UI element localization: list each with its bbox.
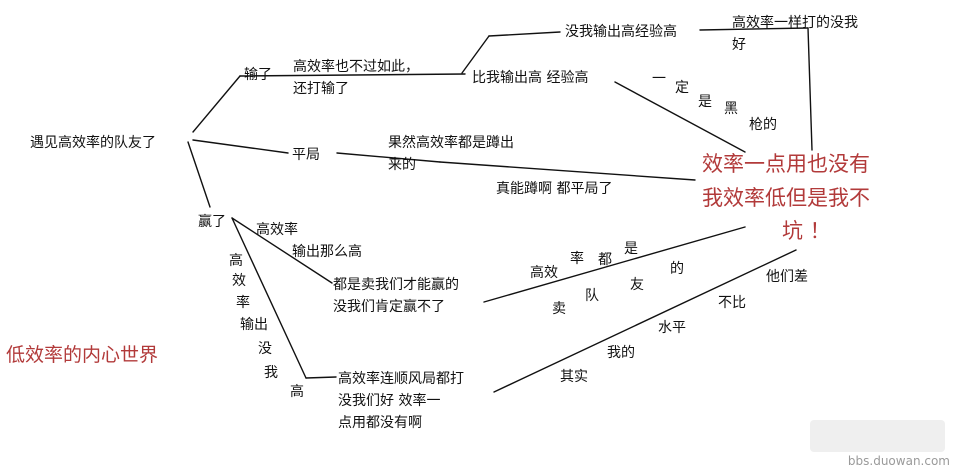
watermark-text: bbs.duowan.com: [847, 454, 950, 468]
team-char-1: 高效: [530, 265, 558, 281]
win-sell-line-2: 没我们肯定赢不了: [333, 299, 445, 315]
skill-line-3: 水平: [658, 320, 686, 336]
vertical-char-4: 输出: [240, 317, 268, 333]
useless-line-1: 效率一点用也没有: [702, 152, 870, 176]
diag-char-4: 黑: [724, 101, 738, 117]
line-upper-to-samebad: [699, 27, 809, 31]
draw-thought-line-2: 来的: [388, 157, 416, 173]
line-root-to-draw: [192, 139, 289, 154]
line-root-to-win: [187, 141, 211, 208]
line-vertical-bottom: [305, 376, 337, 379]
carry-line-1: 高效率连顺风局都打: [338, 371, 464, 387]
lose-upper: 没我输出高经验高: [565, 24, 677, 40]
team-char-2: 率: [570, 251, 584, 267]
vertical-char-3: 率: [236, 295, 250, 311]
diagram-title: 低效率的内心世界: [6, 344, 159, 366]
line-draw-to-thought: [336, 152, 441, 163]
team-char-6: 友: [630, 277, 644, 293]
line-lose-underline: [239, 73, 466, 77]
lose-compare: 比我输出高 经验高: [472, 70, 589, 86]
vertical-char-6: 我: [264, 365, 278, 381]
line-root-to-lose: [192, 75, 241, 133]
lose-thought-line-2: 还打输了: [293, 81, 349, 97]
watermark-logo: [810, 420, 945, 452]
carry-line-2: 没我们好 效率一: [338, 393, 441, 409]
same-bad-line-1: 高效率一样打的没我: [732, 15, 858, 31]
vertical-char-5: 没: [258, 341, 272, 357]
line-lose-diagonal: [614, 81, 746, 153]
draw-thought-line-1: 果然高效率都是蹲出: [388, 135, 514, 151]
line-carry-to-skill: [493, 249, 797, 393]
node-lose: 输了: [244, 67, 272, 83]
skill-line-2: 不比: [718, 295, 746, 311]
line-samebad-down: [807, 27, 813, 151]
carry-line-3: 点用都没有啊: [338, 415, 422, 431]
skill-line-5: 其实: [560, 369, 588, 385]
line-draw-long: [439, 161, 696, 181]
diag-char-2: 定: [675, 80, 689, 96]
vertical-char-7: 高: [290, 384, 304, 400]
draw-squat: 真能蹲啊 都平局了: [496, 181, 613, 197]
useless-line-3: 坑 ！: [782, 219, 831, 243]
node-draw: 平局: [292, 147, 320, 163]
line-sell-to-team: [483, 226, 746, 303]
useless-line-2: 我效率低但是我不: [702, 186, 870, 210]
win-output: 输出那么高: [292, 244, 362, 260]
node-root: 遇见高效率的队友了: [30, 135, 156, 151]
node-win: 赢了: [198, 214, 226, 230]
diag-char-1: 一: [652, 71, 666, 87]
win-high: 高效率: [256, 222, 298, 238]
team-char-5: 的: [670, 261, 684, 277]
line-upper-top: [488, 31, 561, 37]
diag-char-3: 是: [698, 94, 712, 110]
skill-line-1: 他们差: [766, 269, 808, 285]
vertical-char-1: 高: [229, 253, 243, 269]
diag-char-5: 枪的: [749, 117, 777, 133]
line-win-to-sell: [231, 217, 333, 284]
line-lose-to-upper: [461, 35, 490, 74]
win-sell-line-1: 都是卖我们才能赢的: [333, 277, 459, 293]
team-char-3: 都: [598, 252, 612, 268]
team-char-4: 是: [624, 241, 638, 257]
vertical-char-2: 效: [232, 273, 246, 289]
line-win-vertical: [231, 217, 307, 379]
same-bad-line-2: 好: [732, 37, 746, 53]
team-char-8: 卖: [552, 301, 566, 317]
lose-thought-line-1: 高效率也不过如此，: [293, 59, 419, 75]
team-char-7: 队: [585, 288, 599, 304]
skill-line-4: 我的: [607, 345, 635, 361]
